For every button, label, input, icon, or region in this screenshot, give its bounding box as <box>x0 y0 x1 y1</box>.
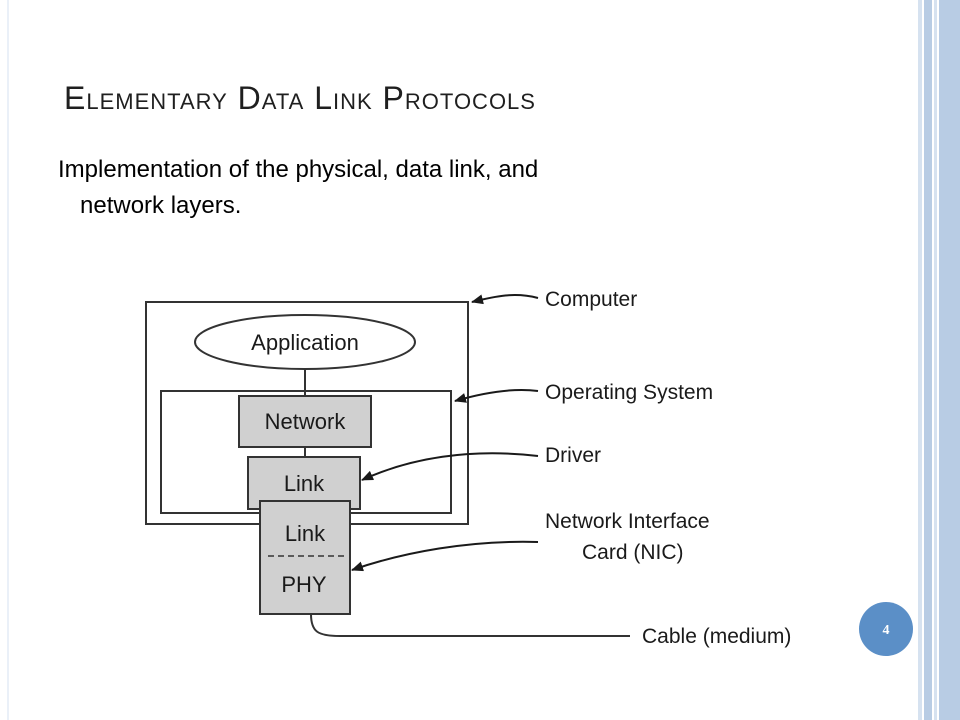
network-label: Network <box>265 409 347 434</box>
body-line-2: network layers. <box>80 192 242 219</box>
page-number: 4 <box>883 623 890 638</box>
side-decoration <box>918 0 960 720</box>
driver-label: Driver <box>545 444 601 467</box>
os-arrow <box>454 389 539 403</box>
link-nic-label: Link <box>285 521 326 546</box>
nic-box <box>259 500 351 615</box>
application-ellipse <box>194 314 416 370</box>
driver-arrow <box>361 452 539 481</box>
link-driver-label: Link <box>284 471 325 496</box>
nic-label-line-1: Network Interface <box>545 510 710 533</box>
nic-label-line-2: Card (NIC) <box>582 541 684 564</box>
computer-label: Computer <box>545 288 637 311</box>
cable-label: Cable (medium) <box>642 625 791 648</box>
slide-body-text: Implementation of the physical, data lin… <box>58 152 738 224</box>
slide-title: Elementary Data Link Protocols <box>64 80 536 116</box>
nic-arrow <box>351 540 539 572</box>
operating-system-label: Operating System <box>545 381 713 404</box>
phy-label: PHY <box>281 572 327 597</box>
cable-line <box>310 613 630 637</box>
network-box <box>238 395 372 448</box>
body-line-1: Implementation of the physical, data lin… <box>58 156 539 183</box>
page-number-badge <box>859 602 913 656</box>
computer-arrow <box>471 294 539 305</box>
application-label: Application <box>251 330 359 355</box>
